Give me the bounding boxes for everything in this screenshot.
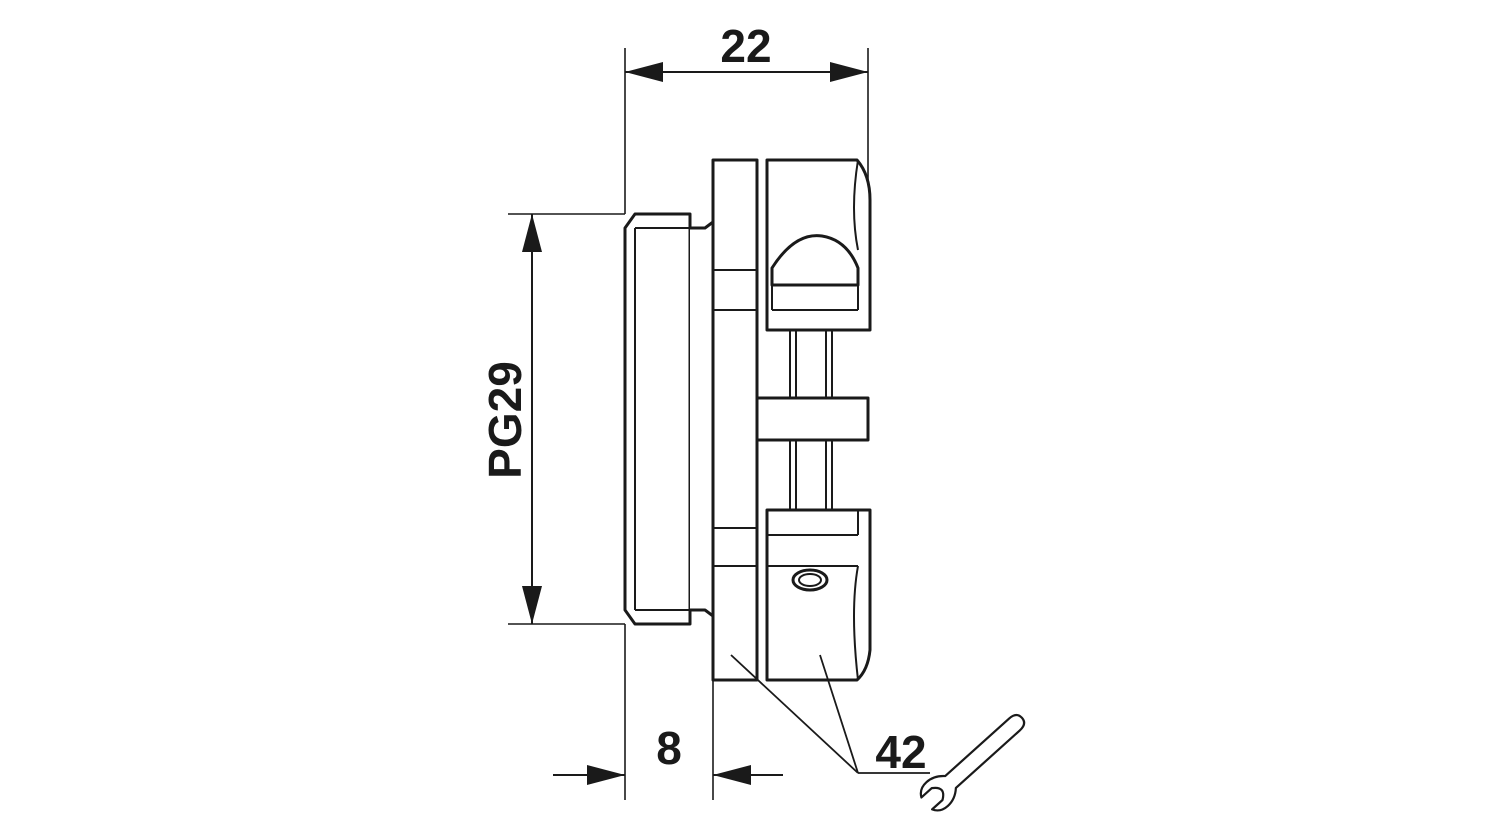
dimension-overall-length: 22	[624, 20, 869, 214]
dimension-thread-size: PG29	[479, 213, 625, 625]
dimension-thread-length: 8	[553, 624, 783, 800]
flange-body	[711, 158, 759, 682]
wrench-size-callout: 42	[730, 654, 930, 778]
thread-size-label: PG29	[479, 361, 531, 479]
thread-length-label: 8	[656, 722, 682, 774]
lower-clamp-jaw	[765, 508, 872, 682]
wrench-icon	[919, 713, 1026, 812]
upper-clamp-jaw	[765, 158, 872, 332]
overall-length-label: 22	[720, 20, 771, 72]
center-web	[755, 330, 870, 510]
thread-section	[623, 212, 715, 626]
wrench-size-label: 42	[875, 726, 926, 778]
